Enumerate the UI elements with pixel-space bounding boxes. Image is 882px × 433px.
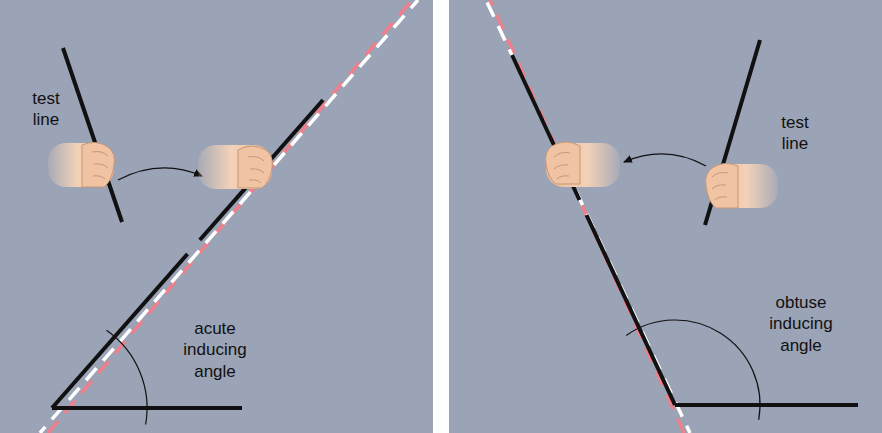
true-line (486, 0, 690, 433)
text-label: test line (22, 88, 70, 131)
motion-arrow (118, 168, 202, 180)
left-panel (0, 0, 433, 433)
text-label: test line (771, 112, 819, 155)
test-line (63, 48, 122, 222)
text-label: acute inducing angle (172, 318, 258, 382)
angle-arc (107, 330, 148, 424)
angle-arm (675, 403, 858, 407)
angle-arm (52, 254, 188, 408)
motion-arrow (624, 154, 706, 166)
hand (48, 142, 114, 187)
hand (198, 145, 272, 189)
text-label: obtuse inducing angle (758, 292, 844, 356)
hand (706, 163, 778, 208)
right-panel (449, 0, 882, 433)
angle-arm (587, 215, 676, 405)
test-line (512, 55, 580, 200)
angle-arc (626, 320, 760, 420)
true-line (40, 0, 418, 433)
hand (546, 142, 620, 187)
perceived-line (490, 0, 684, 433)
